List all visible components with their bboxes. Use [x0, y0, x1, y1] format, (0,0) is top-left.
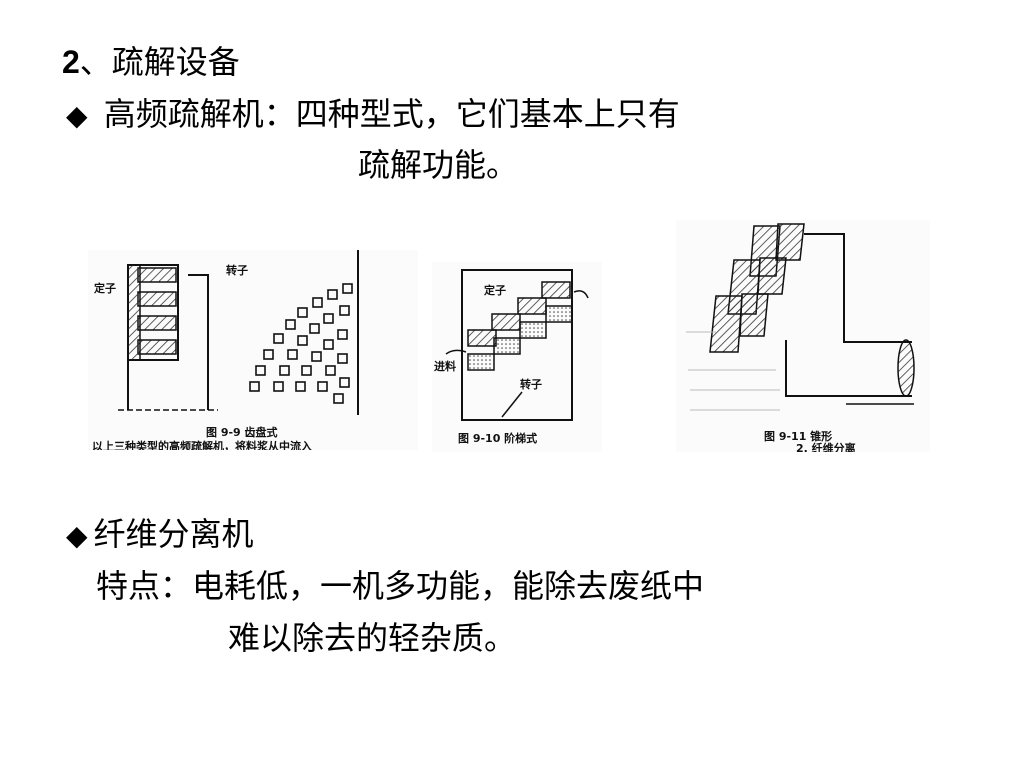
item2-line1: 特点：电耗低，一机多功能，能除去废纸中: [96, 567, 705, 605]
bullet-item-high-frequency: ◆ 高频疏解机：四种型式，它们基本上只有: [66, 94, 680, 136]
section-title: 、疏解设备: [79, 43, 240, 81]
section-number: 2: [62, 44, 80, 80]
section-heading: 2、疏解设备: [62, 42, 240, 82]
diamond-bullet-icon: ◆: [66, 519, 88, 552]
figure-stepped-drawing: 定子 进料 转子 图 9-10 阶梯式: [434, 269, 589, 445]
item2-title: 纤维分离机: [93, 515, 254, 553]
diamond-bullet-icon: ◆: [66, 99, 88, 132]
caption-fig-9-11: 图 9-11 锥形: [764, 429, 832, 443]
item1-line2: 疏解功能。: [358, 146, 519, 184]
label-rotor: 转子: [226, 263, 248, 277]
label-rotor: 转子: [520, 377, 542, 391]
item2-line2: 难以除去的轻杂质。: [228, 619, 517, 657]
figure-conical: 图 9-11 锥形 2. 纤维分离: [676, 220, 930, 452]
label-inlet: 进料: [434, 359, 456, 373]
caption-fig-9-9: 图 9-9 齿盘式: [206, 425, 278, 439]
figure-stepped: 定子 进料 转子 图 9-10 阶梯式: [432, 262, 602, 452]
caption-fig-9-10: 图 9-10 阶梯式: [458, 431, 537, 445]
label-stator: 定子: [94, 281, 116, 295]
bullet-item-fiber-separator: ◆纤维分离机: [66, 514, 254, 556]
item1-line1: 高频疏解机：四种型式，它们基本上只有: [103, 95, 680, 133]
label-stator: 定子: [484, 283, 506, 297]
note-fig-9-9: 以上三种类型的高频疏解机，将料浆从中流入: [92, 439, 312, 450]
note-fig-9-11: 2. 纤维分离: [796, 441, 856, 452]
figure-toothed-disc: 定子 转子 图 9-9 齿盘式 以上三种类型的高频疏解机，将料浆从中流入: [88, 250, 418, 450]
figure-toothed-disc-drawing: 定子 转子 图 9-9 齿盘式 以上三种类型的高频疏解机，将料浆从中流入: [92, 250, 359, 450]
figure-conical-drawing: 图 9-11 锥形 2. 纤维分离: [686, 223, 915, 452]
